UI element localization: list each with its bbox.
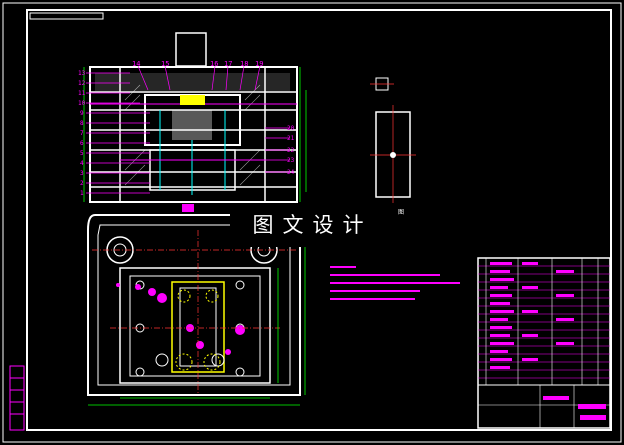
balloon-left-10: 4 [80,160,84,167]
balloon-top-6: 19 [255,60,263,68]
balloon-right-3: 22 [287,147,295,154]
balloon-left-1: 13 [78,70,86,77]
title-block [477,257,611,429]
balloon-top-5: 18 [240,60,248,68]
technical-requirements [330,266,460,300]
section-view: 14 15 16 17 18 19 13 12 11 10 9 8 7 6 5 … [78,32,307,212]
balloon-numbers-right: 20 21 22 23 24 [287,125,295,176]
balloon-right-1: 20 [287,125,295,132]
balloon-left-9: 5 [80,150,84,157]
balloon-left-7: 7 [80,130,84,137]
balloon-left-5: 9 [80,110,84,117]
balloon-top-3: 16 [210,60,218,68]
balloon-right-2: 21 [287,135,295,142]
watermark: 图文设计 [230,203,395,247]
detail-view-label: 图 [398,209,404,216]
balloon-top-1: 14 [132,60,140,68]
balloon-left-8: 6 [80,140,84,147]
detail-views: 图 [370,77,416,216]
balloon-numbers-top: 14 15 16 17 18 19 [132,60,263,68]
balloon-right-5: 24 [287,169,295,176]
balloon-left-13: 1 [80,190,84,197]
balloon-numbers-left: 13 12 11 10 9 8 7 6 5 4 3 2 1 [78,70,86,197]
balloon-left-11: 3 [80,170,84,177]
balloon-left-4: 10 [78,100,86,107]
balloon-left-6: 8 [80,120,84,127]
balloon-left-12: 2 [80,180,84,187]
balloon-left-3: 11 [78,90,86,97]
top-left-tab [29,12,104,20]
balloon-top-2: 15 [161,60,169,68]
balloon-left-2: 12 [78,80,86,87]
left-side-strip [9,365,25,431]
balloon-right-4: 23 [287,157,295,164]
balloon-top-4: 17 [224,60,232,68]
inner-frame [26,9,612,431]
